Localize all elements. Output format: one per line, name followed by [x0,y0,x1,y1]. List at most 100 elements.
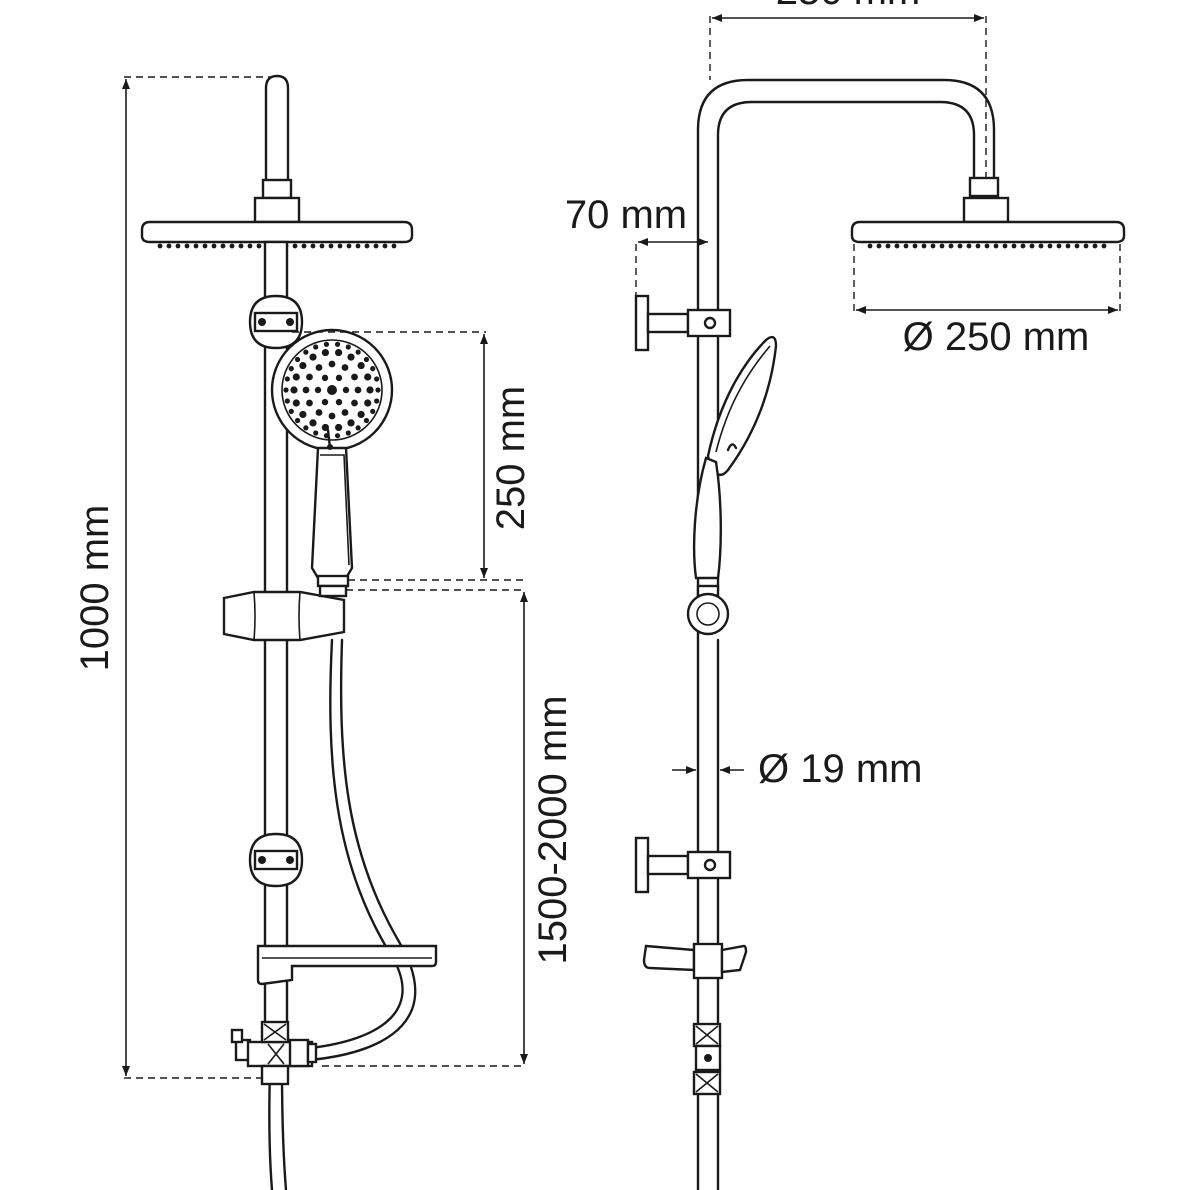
nozzle-dot [930,243,936,249]
hand-nozzle-dot [328,412,336,420]
nozzle-dot [948,243,954,249]
front-bottom-hose [268,1068,274,1190]
nozzle-dot [355,243,361,249]
hand-nozzle-dot [374,376,380,382]
hand-nozzle-dot [351,399,358,407]
nozzle-dot [867,243,873,249]
hand-nozzle-dot [315,409,323,416]
nozzle-dot [373,243,379,249]
front-view [140,74,438,1190]
side-soap-shelf [642,942,748,980]
nozzle-dot [966,243,972,249]
hand-nozzle-dot [334,433,341,439]
nozzle-dot [193,243,199,249]
hand-nozzle-dot [288,408,294,414]
hand-nozzle-dot [288,366,294,372]
side-head-mount [962,196,1010,224]
side-rain-shower-head [850,220,1126,249]
nozzle-dot [157,243,163,249]
hand-nozzle-dot [347,419,355,427]
side-head-connector [968,176,1000,198]
rail-diameter-label: Ø 19 mm [758,747,922,791]
front-hose-inner [308,638,417,1062]
hand-nozzle-dot [284,376,290,382]
side-arm-pipe-inner [716,100,976,592]
nozzle-dot [346,243,352,249]
front-upper-wall-bracket [248,294,304,350]
nozzle-dot [1065,243,1071,249]
nozzle-dot [1056,243,1062,249]
side-hand-shower [692,335,778,580]
hand-nozzle-dot [303,349,309,355]
hand-nozzle-center [327,385,337,395]
nozzle-dot [1002,243,1008,249]
side-view [634,78,1126,1190]
nozzle-dot [229,243,235,249]
hand-nozzle-dot [335,398,343,406]
nozzle-dot [220,243,226,249]
front-head-connector [261,178,293,200]
hand-nozzle-dot [364,373,372,381]
side-lower-wall-bracket [634,836,732,894]
nozzle-dot [876,243,882,249]
nozzle-dot [256,243,262,249]
nozzle-dot [310,243,316,249]
nozzle-dot [1083,243,1089,249]
nozzle-dot [301,243,307,249]
hand-nozzle-dot [355,349,361,355]
hand-nozzle-dot [294,356,301,363]
hand-nozzle-dot [314,386,322,394]
front-diverter-valve [230,1020,318,1086]
hand-nozzle-dot [370,366,376,372]
hand-nozzle-dot [292,399,300,407]
nozzle-dot [1074,243,1080,249]
hand-nozzle-dot [303,425,309,431]
hand-nozzle-dot [363,356,370,363]
nozzle-dot [1038,243,1044,249]
hand-nozzle-dot [355,425,361,431]
nozzle-dot [364,243,370,249]
front-top-pipe [264,74,290,184]
wall-offset-label: 70 mm [565,193,687,237]
nozzle-dot [1101,243,1107,249]
front-dimension-lines [122,76,528,1079]
nozzle-dot [921,243,927,249]
nozzle-dot [319,243,325,249]
nozzle-dot [247,243,253,249]
nozzle-dot [391,243,397,249]
front-lower-wall-bracket [248,832,304,888]
side-slider-knob [686,584,730,636]
nozzle-dot [894,243,900,249]
hand-nozzle-dot [290,386,298,394]
total-height-label: 1000 mm [73,505,117,672]
hand-nozzle-dot [306,399,313,407]
front-hand-shower [270,328,394,588]
hand-nozzle-dot [341,364,349,371]
front-slider-holder [222,584,348,642]
hand-nozzle-dot [341,409,349,416]
hand-nozzle-dot [335,374,343,382]
hand-nozzle-dot [334,348,343,357]
hand-nozzle-dot [284,398,290,404]
hand-nozzle-dot [342,386,350,394]
nozzle-dot [984,243,990,249]
nozzle-dot [328,243,334,249]
hand-nozzle-dot [292,373,300,381]
hand-nozzle-dot [357,410,365,419]
nozzle-dot [337,243,343,249]
nozzle-dot [957,243,963,249]
hand-nozzle-dot [283,387,289,393]
hand-nozzle-dot [375,387,381,393]
hand-nozzle-dot [313,344,319,350]
head-diameter-label: Ø 250 mm [903,315,1090,359]
nozzle-dot [238,243,244,249]
hand-nozzle-dot [299,410,307,419]
nozzle-dot [975,243,981,249]
hand-nozzle-dot [321,398,329,406]
hand-nozzle-dot [354,386,362,394]
hand-nozzle-dot [294,417,301,424]
nozzle-dot [1011,243,1017,249]
nozzle-dot [939,243,945,249]
nozzle-dot [382,243,388,249]
side-arm-pipe-outer [696,78,996,1190]
